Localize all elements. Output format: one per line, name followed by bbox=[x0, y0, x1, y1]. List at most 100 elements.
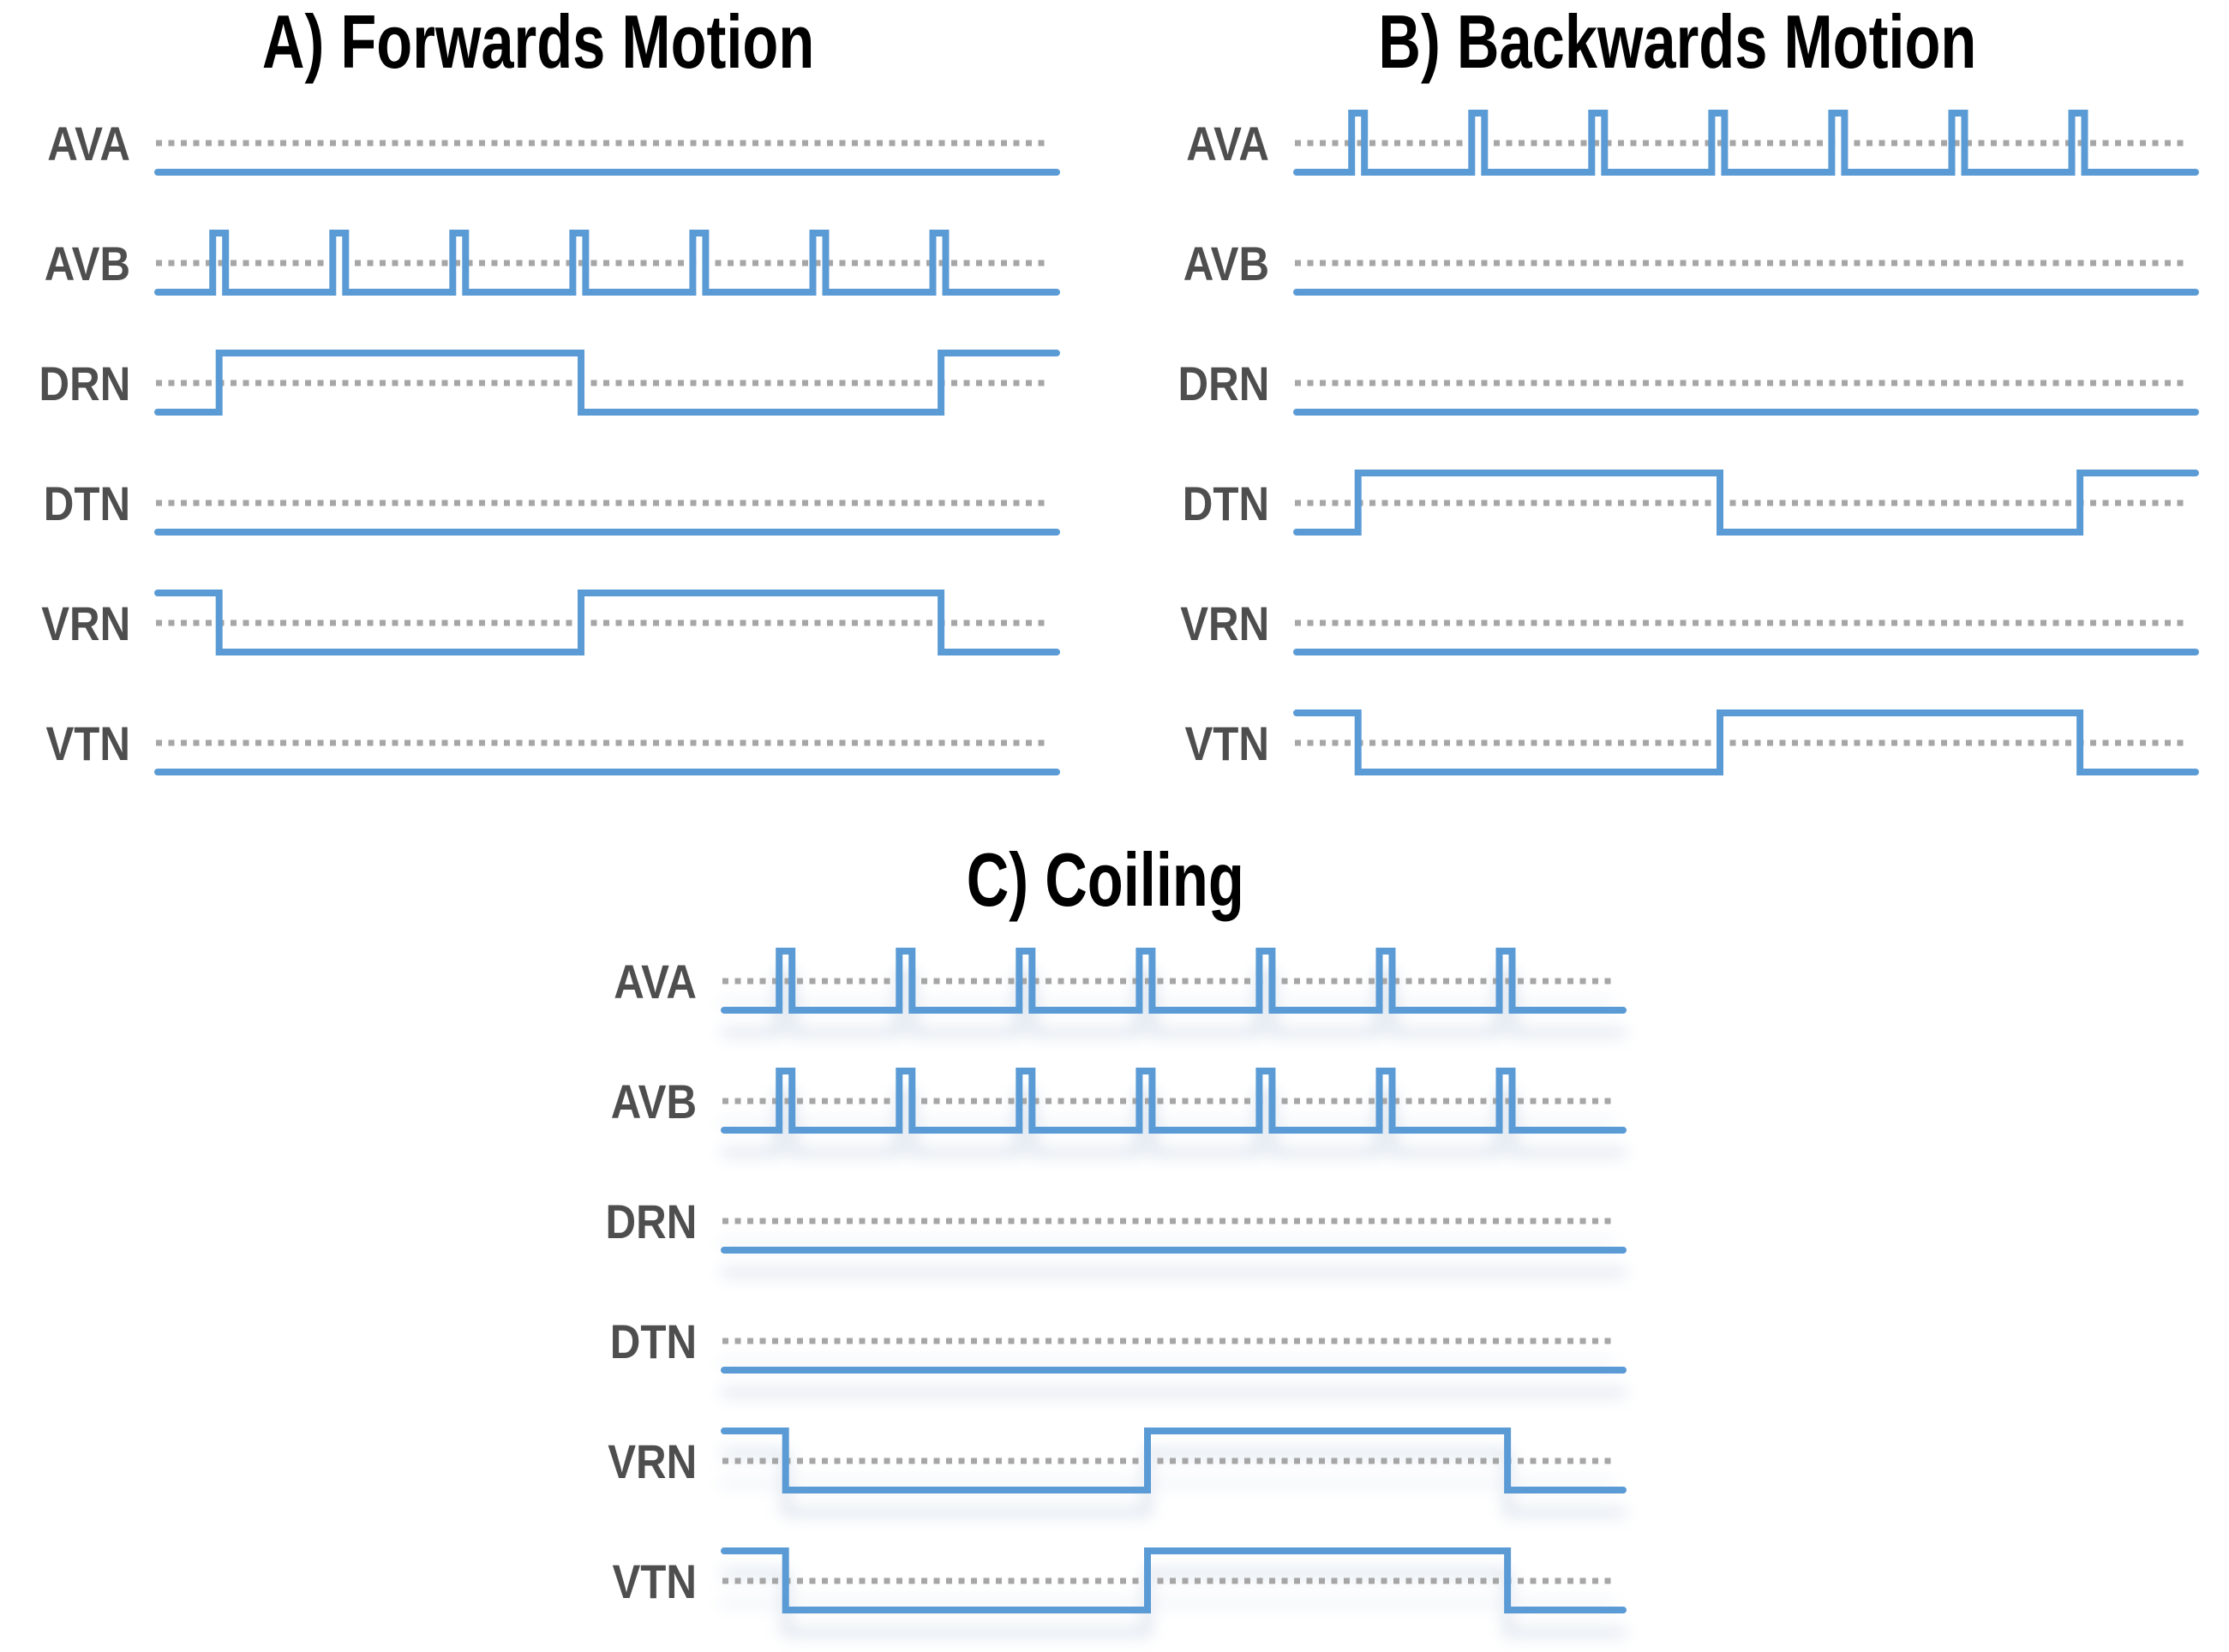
trace-row: AVA bbox=[585, 921, 1627, 1041]
trace-waveform bbox=[721, 1041, 1627, 1161]
trace-label: DTN bbox=[1158, 443, 1269, 563]
waveform-svg bbox=[721, 948, 1627, 1014]
signal-line-spikes bbox=[154, 230, 1060, 296]
trace-label: AVA bbox=[1158, 83, 1269, 203]
panel-title-text: C) Coiling bbox=[966, 836, 1244, 922]
signal-line-square bbox=[1293, 709, 2199, 775]
trace-waveform bbox=[721, 1401, 1627, 1521]
trace-label: DTN bbox=[585, 1281, 697, 1401]
trace-waveform bbox=[721, 1161, 1627, 1281]
trace-waveform bbox=[154, 83, 1060, 203]
waveform-svg bbox=[721, 1068, 1627, 1134]
trace-row: DRN bbox=[585, 1161, 1627, 1281]
waveform-svg bbox=[1293, 110, 2199, 176]
trace-waveform bbox=[154, 323, 1060, 443]
panel-title-text: A) Forwards Motion bbox=[262, 0, 815, 84]
trace-label-text: AVB bbox=[1183, 236, 1269, 290]
waveform-svg bbox=[1293, 470, 2199, 536]
trace-row: VRN bbox=[585, 1401, 1627, 1521]
panel-title-text: B) Backwards Motion bbox=[1378, 0, 1977, 84]
panel-forwards-motion: A) Forwards Motion AVA AVB DRN DTN VRN bbox=[19, 0, 1060, 803]
panel-title: A) Forwards Motion bbox=[19, 0, 1058, 84]
trace-row: VTN bbox=[19, 683, 1060, 803]
trace-label-text: AVB bbox=[610, 1074, 697, 1128]
trace-label: AVB bbox=[585, 1041, 697, 1161]
trace-label-text: DRN bbox=[605, 1194, 697, 1248]
waveform-svg bbox=[1293, 620, 2199, 655]
trace-label-text: VRN bbox=[40, 596, 130, 650]
trace-label-text: AVA bbox=[614, 954, 697, 1009]
trace-label: VTN bbox=[585, 1521, 697, 1641]
trace-label: AVA bbox=[585, 921, 697, 1041]
trace-label-text: DRN bbox=[39, 356, 130, 410]
trace-label: VRN bbox=[1158, 563, 1269, 683]
panel-backwards-motion: B) Backwards Motion AVA AVB DRN DTN VRN bbox=[1158, 0, 2199, 803]
trace-label-text: DTN bbox=[43, 476, 130, 530]
trace-waveform bbox=[1293, 443, 2199, 563]
waveform-svg bbox=[721, 1218, 1627, 1254]
signal-line-spikes bbox=[721, 1068, 1627, 1134]
trace-row: DTN bbox=[19, 443, 1060, 563]
trace-row: DTN bbox=[585, 1281, 1627, 1401]
waveform-svg bbox=[721, 1547, 1627, 1613]
panel-title: B) Backwards Motion bbox=[1158, 0, 2197, 84]
trace-waveform bbox=[1293, 563, 2199, 683]
trace-label: DRN bbox=[19, 323, 130, 443]
waveform-svg bbox=[721, 1338, 1627, 1374]
signal-line-square bbox=[721, 1547, 1627, 1613]
trace-label-text: VTN bbox=[612, 1553, 697, 1608]
trace-label-text: VRN bbox=[607, 1434, 697, 1488]
trace-waveform bbox=[721, 1281, 1627, 1401]
trace-waveform bbox=[1293, 203, 2199, 323]
trace-label: DRN bbox=[1158, 323, 1269, 443]
trace-label-text: AVA bbox=[47, 116, 130, 171]
waveform-svg bbox=[1293, 709, 2199, 775]
waveform-svg bbox=[154, 739, 1060, 775]
trace-row: DRN bbox=[1158, 323, 2199, 443]
trace-waveform bbox=[721, 1521, 1627, 1641]
trace-rows: AVA AVB DRN DTN VRN VTN bbox=[1158, 83, 2199, 803]
trace-rows: AVA AVB DRN DTN VRN VTN bbox=[585, 921, 1627, 1641]
trace-label: AVA bbox=[19, 83, 130, 203]
trace-label-text: DTN bbox=[609, 1314, 697, 1368]
trace-row: DTN bbox=[1158, 443, 2199, 563]
trace-waveform bbox=[1293, 83, 2199, 203]
trace-waveform bbox=[154, 683, 1060, 803]
signal-line-square bbox=[154, 350, 1060, 416]
trace-row: VTN bbox=[585, 1521, 1627, 1641]
signal-line-spikes bbox=[1293, 110, 2199, 176]
trace-label: AVB bbox=[1158, 203, 1269, 323]
waveform-svg bbox=[154, 230, 1060, 296]
trace-label-text: DTN bbox=[1182, 476, 1269, 530]
trace-waveform bbox=[154, 203, 1060, 323]
waveform-svg bbox=[1293, 380, 2199, 416]
trace-label-text: VRN bbox=[1179, 596, 1269, 650]
trace-label-text: VTN bbox=[45, 715, 130, 770]
trace-waveform bbox=[154, 443, 1060, 563]
trace-label: VRN bbox=[19, 563, 130, 683]
trace-label-text: AVA bbox=[1186, 116, 1269, 171]
trace-row: VRN bbox=[1158, 563, 2199, 683]
trace-row: DRN bbox=[19, 323, 1060, 443]
trace-row: AVA bbox=[19, 83, 1060, 203]
trace-label-text: AVB bbox=[44, 236, 130, 290]
trace-waveform bbox=[154, 563, 1060, 683]
signal-line-spikes bbox=[721, 948, 1627, 1014]
trace-row: AVB bbox=[19, 203, 1060, 323]
panel-coiling: C) Coiling AVA AVB DRN DTN VRN VTN bbox=[585, 836, 1627, 1641]
trace-label: AVB bbox=[19, 203, 130, 323]
waveform-svg bbox=[154, 590, 1060, 655]
trace-label: DRN bbox=[585, 1161, 697, 1281]
waveform-svg bbox=[154, 500, 1060, 536]
trace-row: AVA bbox=[1158, 83, 2199, 203]
waveform-svg bbox=[721, 1428, 1627, 1493]
trace-waveform bbox=[721, 921, 1627, 1041]
trace-row: AVB bbox=[585, 1041, 1627, 1161]
trace-label: DTN bbox=[19, 443, 130, 563]
trace-label: VTN bbox=[1158, 683, 1269, 803]
trace-row: VTN bbox=[1158, 683, 2199, 803]
trace-waveform bbox=[1293, 683, 2199, 803]
trace-row: AVB bbox=[1158, 203, 2199, 323]
